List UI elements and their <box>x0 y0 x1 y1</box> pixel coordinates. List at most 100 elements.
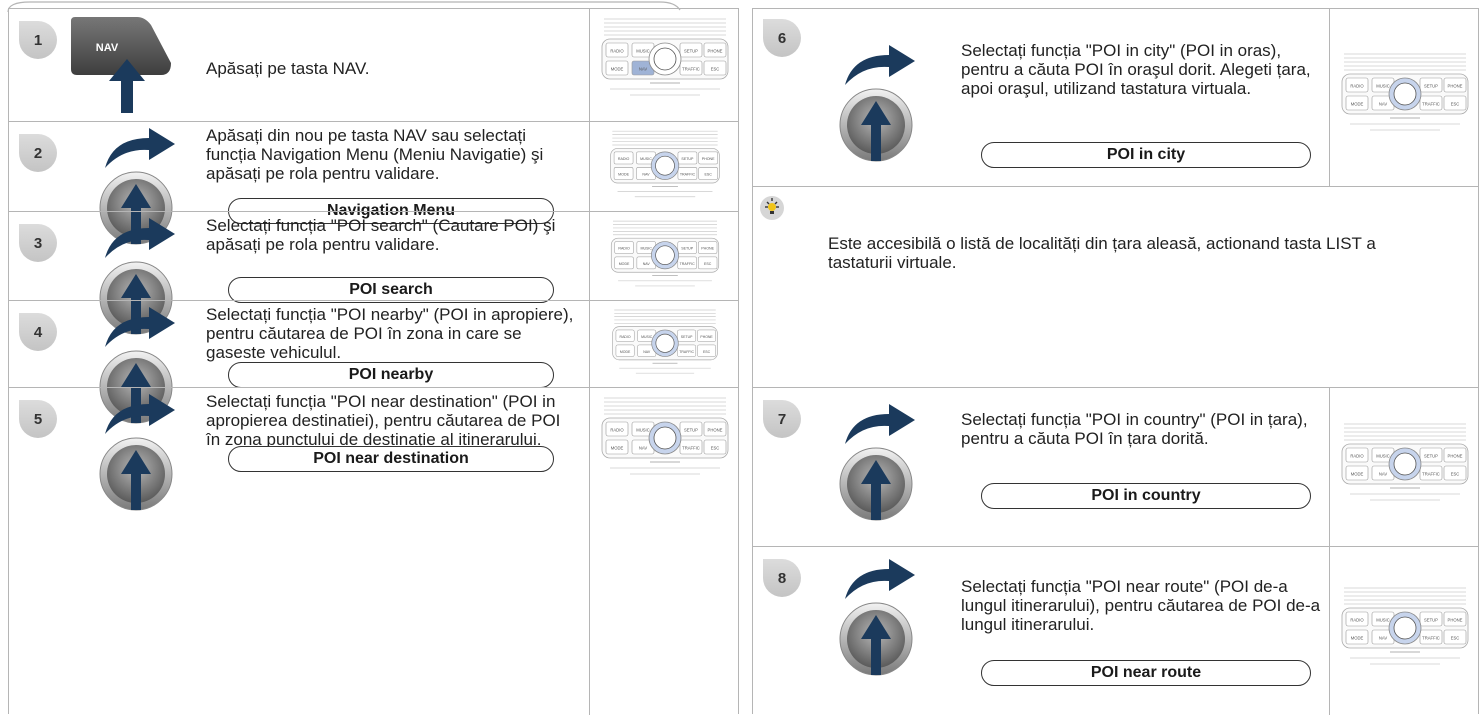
step-instruction: Selectați funcția "POI in country" (POI … <box>961 410 1308 448</box>
press-arrow-icon <box>861 615 891 675</box>
nav-key-icon: NAV <box>71 17 171 113</box>
menu-function-button[interactable]: POI in country <box>981 483 1311 509</box>
rotate-arrow-icon <box>845 45 915 85</box>
step-number: 6 <box>763 19 801 57</box>
step-instruction: Apăsați pe tasta NAV. <box>206 59 370 78</box>
svg-text:MODE: MODE <box>611 446 624 451</box>
svg-text:RADIO: RADIO <box>618 247 630 251</box>
svg-text:TRAFFIC: TRAFFIC <box>1422 101 1440 106</box>
svg-text:TRAFFIC: TRAFFIC <box>680 262 696 266</box>
nav-key-label: NAV <box>96 42 119 54</box>
svg-text:MUSIC: MUSIC <box>641 335 653 339</box>
svg-text:ESC: ESC <box>711 446 720 451</box>
dial-control-r3 <box>839 559 915 676</box>
dial-control-r2 <box>839 404 915 521</box>
svg-text:NAV: NAV <box>639 67 648 72</box>
svg-text:SETUP: SETUP <box>1424 617 1438 622</box>
svg-text:MUSIC: MUSIC <box>1376 83 1390 88</box>
svg-text:TRAFFIC: TRAFFIC <box>682 67 700 72</box>
step-number: 7 <box>763 400 801 438</box>
svg-text:MODE: MODE <box>620 350 631 354</box>
svg-text:SETUP: SETUP <box>1424 83 1438 88</box>
step-instruction: Selectați funcția "POI near route" (POI … <box>961 577 1321 634</box>
svg-text:RADIO: RADIO <box>1350 617 1364 622</box>
svg-text:SETUP: SETUP <box>684 428 698 433</box>
svg-text:ESC: ESC <box>711 67 720 72</box>
svg-text:SETUP: SETUP <box>684 49 698 54</box>
svg-text:NAV: NAV <box>643 262 651 266</box>
svg-text:NAV: NAV <box>642 173 650 177</box>
svg-text:NAV: NAV <box>1379 635 1388 640</box>
svg-text:NAV: NAV <box>1379 101 1388 106</box>
tip-text: Este accesibilă o listă de localități di… <box>828 234 1376 272</box>
svg-text:TRAFFIC: TRAFFIC <box>1422 471 1440 476</box>
svg-text:MUSIC: MUSIC <box>636 428 650 433</box>
step-instruction: Selectați funcția "POI near destination"… <box>206 392 561 449</box>
menu-function-button[interactable]: POI search <box>228 277 554 303</box>
rotate-arrow-icon <box>845 404 915 444</box>
svg-text:MODE: MODE <box>619 262 630 266</box>
svg-text:PHONE: PHONE <box>708 428 723 433</box>
rotate-arrow-icon <box>105 218 175 258</box>
press-arrow-icon <box>861 101 891 161</box>
press-arrow-icon <box>121 450 151 510</box>
press-arrow-icon <box>121 184 151 244</box>
menu-function-button[interactable]: POI near destination <box>228 446 554 472</box>
svg-text:PHONE: PHONE <box>1448 453 1463 458</box>
menu-function-button[interactable]: POI nearby <box>228 362 554 388</box>
step-number: 5 <box>19 400 57 438</box>
svg-text:MODE: MODE <box>1351 635 1364 640</box>
svg-text:TRAFFIC: TRAFFIC <box>680 173 696 177</box>
svg-text:RADIO: RADIO <box>610 49 624 54</box>
press-arrow-icon <box>109 59 145 113</box>
svg-text:MUSIC: MUSIC <box>640 247 652 251</box>
svg-text:PHONE: PHONE <box>700 335 713 339</box>
svg-text:TRAFFIC: TRAFFIC <box>682 446 700 451</box>
page-top-border <box>7 1 681 12</box>
svg-text:NAV: NAV <box>639 446 648 451</box>
menu-function-button[interactable]: POI near route <box>981 660 1311 686</box>
press-arrow-icon <box>861 460 891 520</box>
svg-text:MUSIC: MUSIC <box>1376 453 1390 458</box>
svg-text:ESC: ESC <box>704 262 712 266</box>
step-number: 2 <box>19 134 57 172</box>
svg-text:ESC: ESC <box>704 173 712 177</box>
press-arrow-icon <box>121 363 151 423</box>
svg-text:MODE: MODE <box>1351 471 1364 476</box>
svg-text:SETUP: SETUP <box>681 157 694 161</box>
svg-text:PHONE: PHONE <box>1448 83 1463 88</box>
svg-text:PHONE: PHONE <box>701 247 714 251</box>
svg-text:RADIO: RADIO <box>610 428 624 433</box>
step-number: 8 <box>763 559 801 597</box>
svg-text:SETUP: SETUP <box>1424 453 1438 458</box>
svg-text:MODE: MODE <box>1351 101 1364 106</box>
step-number: 4 <box>19 313 57 351</box>
svg-text:PHONE: PHONE <box>708 49 723 54</box>
svg-text:RADIO: RADIO <box>620 335 631 339</box>
step-instruction: Selectați funcția "POI search" (Cautare … <box>206 216 556 254</box>
dial-control-5 <box>99 394 175 511</box>
menu-function-button[interactable]: POI in city <box>981 142 1311 168</box>
step-instruction: Selectați funcția "POI in city" (POI in … <box>961 41 1311 98</box>
rotate-arrow-icon <box>105 394 175 434</box>
svg-text:ESC: ESC <box>703 350 711 354</box>
step-number: 1 <box>19 21 57 59</box>
svg-text:RADIO: RADIO <box>1350 83 1364 88</box>
press-arrow-icon <box>121 274 151 334</box>
svg-text:TRAFFIC: TRAFFIC <box>1422 635 1440 640</box>
